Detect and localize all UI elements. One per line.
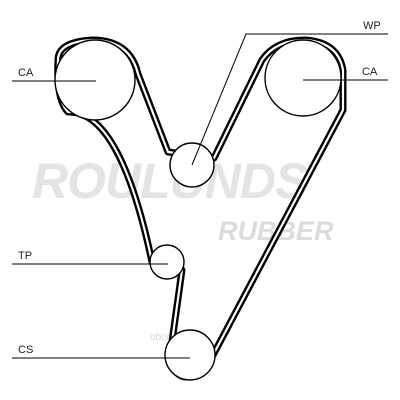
camshaft-pulley-left — [54, 39, 136, 121]
label-wp: WP — [363, 20, 381, 32]
label-ca-right: CA — [362, 66, 378, 78]
crankshaft-pulley — [164, 329, 216, 381]
label-tp: TP — [18, 250, 32, 262]
wp-leader — [191, 33, 388, 166]
label-ca-left: CA — [18, 67, 34, 79]
tensioner-pulley — [149, 244, 185, 280]
camshaft-pulley-right — [264, 39, 342, 117]
label-cs: CS — [18, 344, 33, 356]
